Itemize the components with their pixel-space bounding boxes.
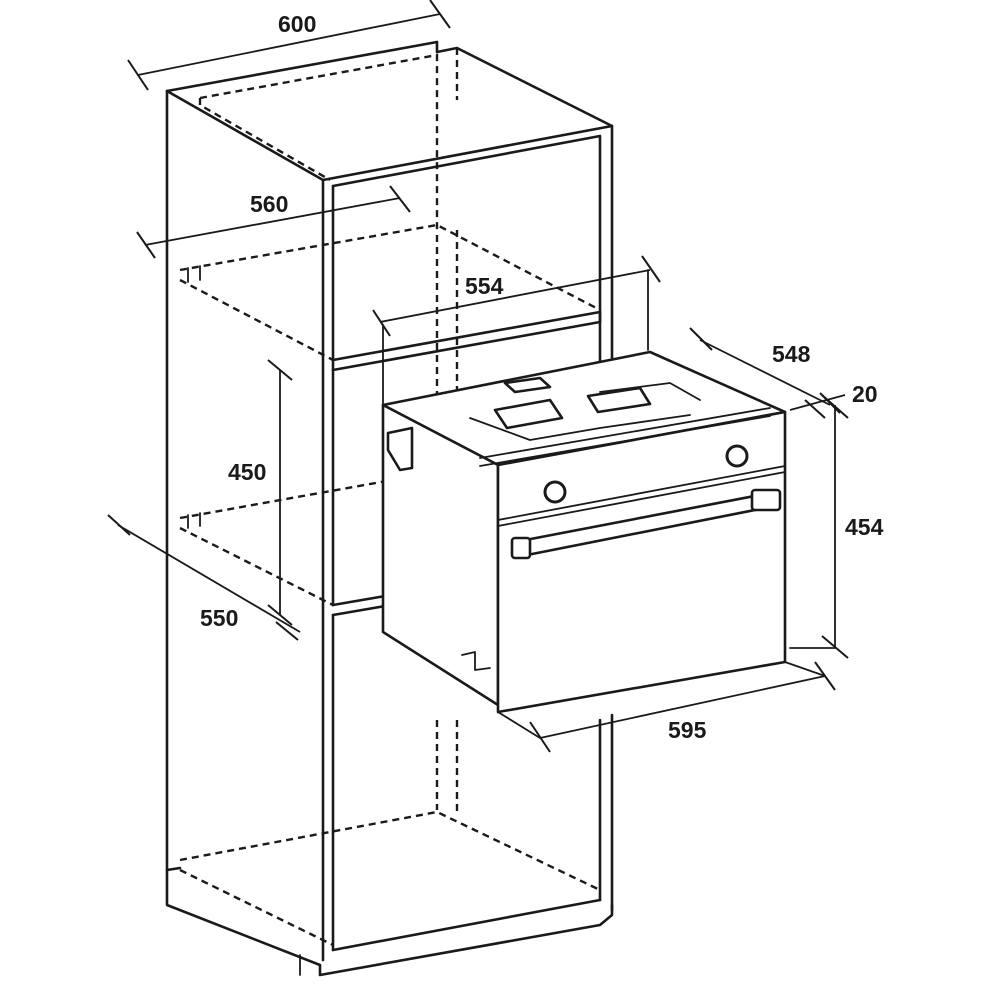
- dim-label-560: 560: [250, 191, 288, 217]
- dim-label-454: 454: [845, 514, 884, 540]
- cabinet-niche: [179, 223, 602, 617]
- dim-label-595: 595: [668, 717, 707, 743]
- mounting-bracket: [386, 426, 414, 472]
- vent-top-left: [503, 376, 552, 394]
- handle-end-left: [510, 536, 532, 560]
- control-knob-left: [543, 480, 567, 504]
- vent-large: [493, 398, 564, 430]
- dim-label-554: 554: [465, 273, 504, 299]
- cabinet-bottom-section: [165, 613, 614, 977]
- control-knob-right: [725, 444, 749, 468]
- cabinet-top-section: [165, 40, 614, 962]
- oven: [381, 350, 787, 714]
- dim-label-600: 600: [278, 11, 316, 37]
- handle-end-right: [750, 488, 782, 512]
- dimension-lines: [107, 0, 849, 753]
- vent-right: [586, 386, 652, 414]
- dim-label-548: 548: [772, 341, 811, 367]
- dim-label-450: 450: [228, 459, 266, 485]
- dim-label-550: 550: [200, 605, 238, 631]
- dim-label-20: 20: [852, 381, 878, 407]
